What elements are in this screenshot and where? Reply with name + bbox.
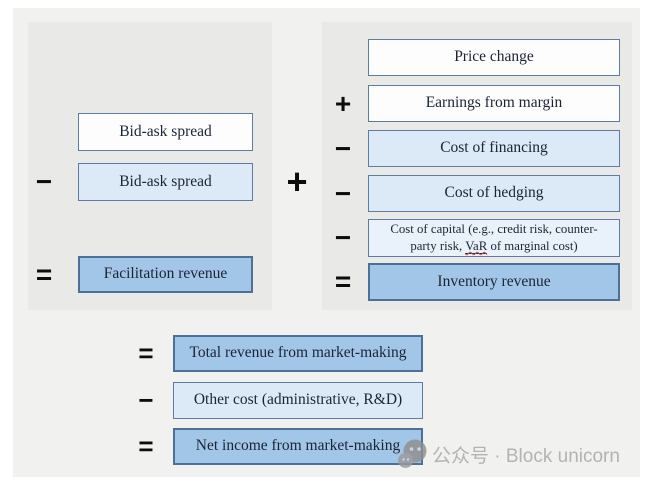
watermark-text: 公众号 · Block unicorn xyxy=(432,446,620,467)
cost-of-capital-line2-post: of marginal cost) xyxy=(487,239,578,253)
var-term: VaR xyxy=(465,239,488,254)
facilitation-revenue-box: Facilitation revenue xyxy=(78,256,253,293)
cost-of-financing-box: Cost of financing xyxy=(368,130,620,167)
minus-operator: − xyxy=(35,166,53,197)
wechat-official-account-icon xyxy=(398,439,427,468)
equals-operator: = xyxy=(334,266,352,297)
cost-of-capital-line1: Cost of capital (e.g., credit risk, coun… xyxy=(390,222,598,237)
net-income-box: Net income from market-making xyxy=(173,428,423,465)
equals-operator: = xyxy=(138,338,154,368)
equals-operator: = xyxy=(138,431,154,461)
price-change-box: Price change xyxy=(368,39,620,76)
minus-operator: − xyxy=(334,177,352,209)
minus-operator: − xyxy=(138,385,154,415)
plus-operator-join: + xyxy=(286,161,308,202)
minus-operator: − xyxy=(334,132,352,164)
bid-ask-spread-box-1: Bid-ask spread xyxy=(78,113,253,151)
inventory-revenue-box: Inventory revenue xyxy=(368,263,620,301)
earnings-from-margin-box: Earnings from margin xyxy=(368,85,620,122)
plus-operator: + xyxy=(334,87,352,119)
equals-operator: = xyxy=(35,258,53,290)
cost-of-capital-box: Cost of capital (e.g., credit risk, coun… xyxy=(368,219,620,257)
minus-operator: − xyxy=(334,222,352,253)
bid-ask-spread-box-2: Bid-ask spread xyxy=(78,163,253,201)
other-cost-box: Other cost (administrative, R&D) xyxy=(173,382,423,419)
cost-of-capital-line2-pre: party risk, xyxy=(410,239,466,253)
total-revenue-box: Total revenue from market-making xyxy=(173,335,423,372)
cost-of-hedging-box: Cost of hedging xyxy=(368,175,620,212)
